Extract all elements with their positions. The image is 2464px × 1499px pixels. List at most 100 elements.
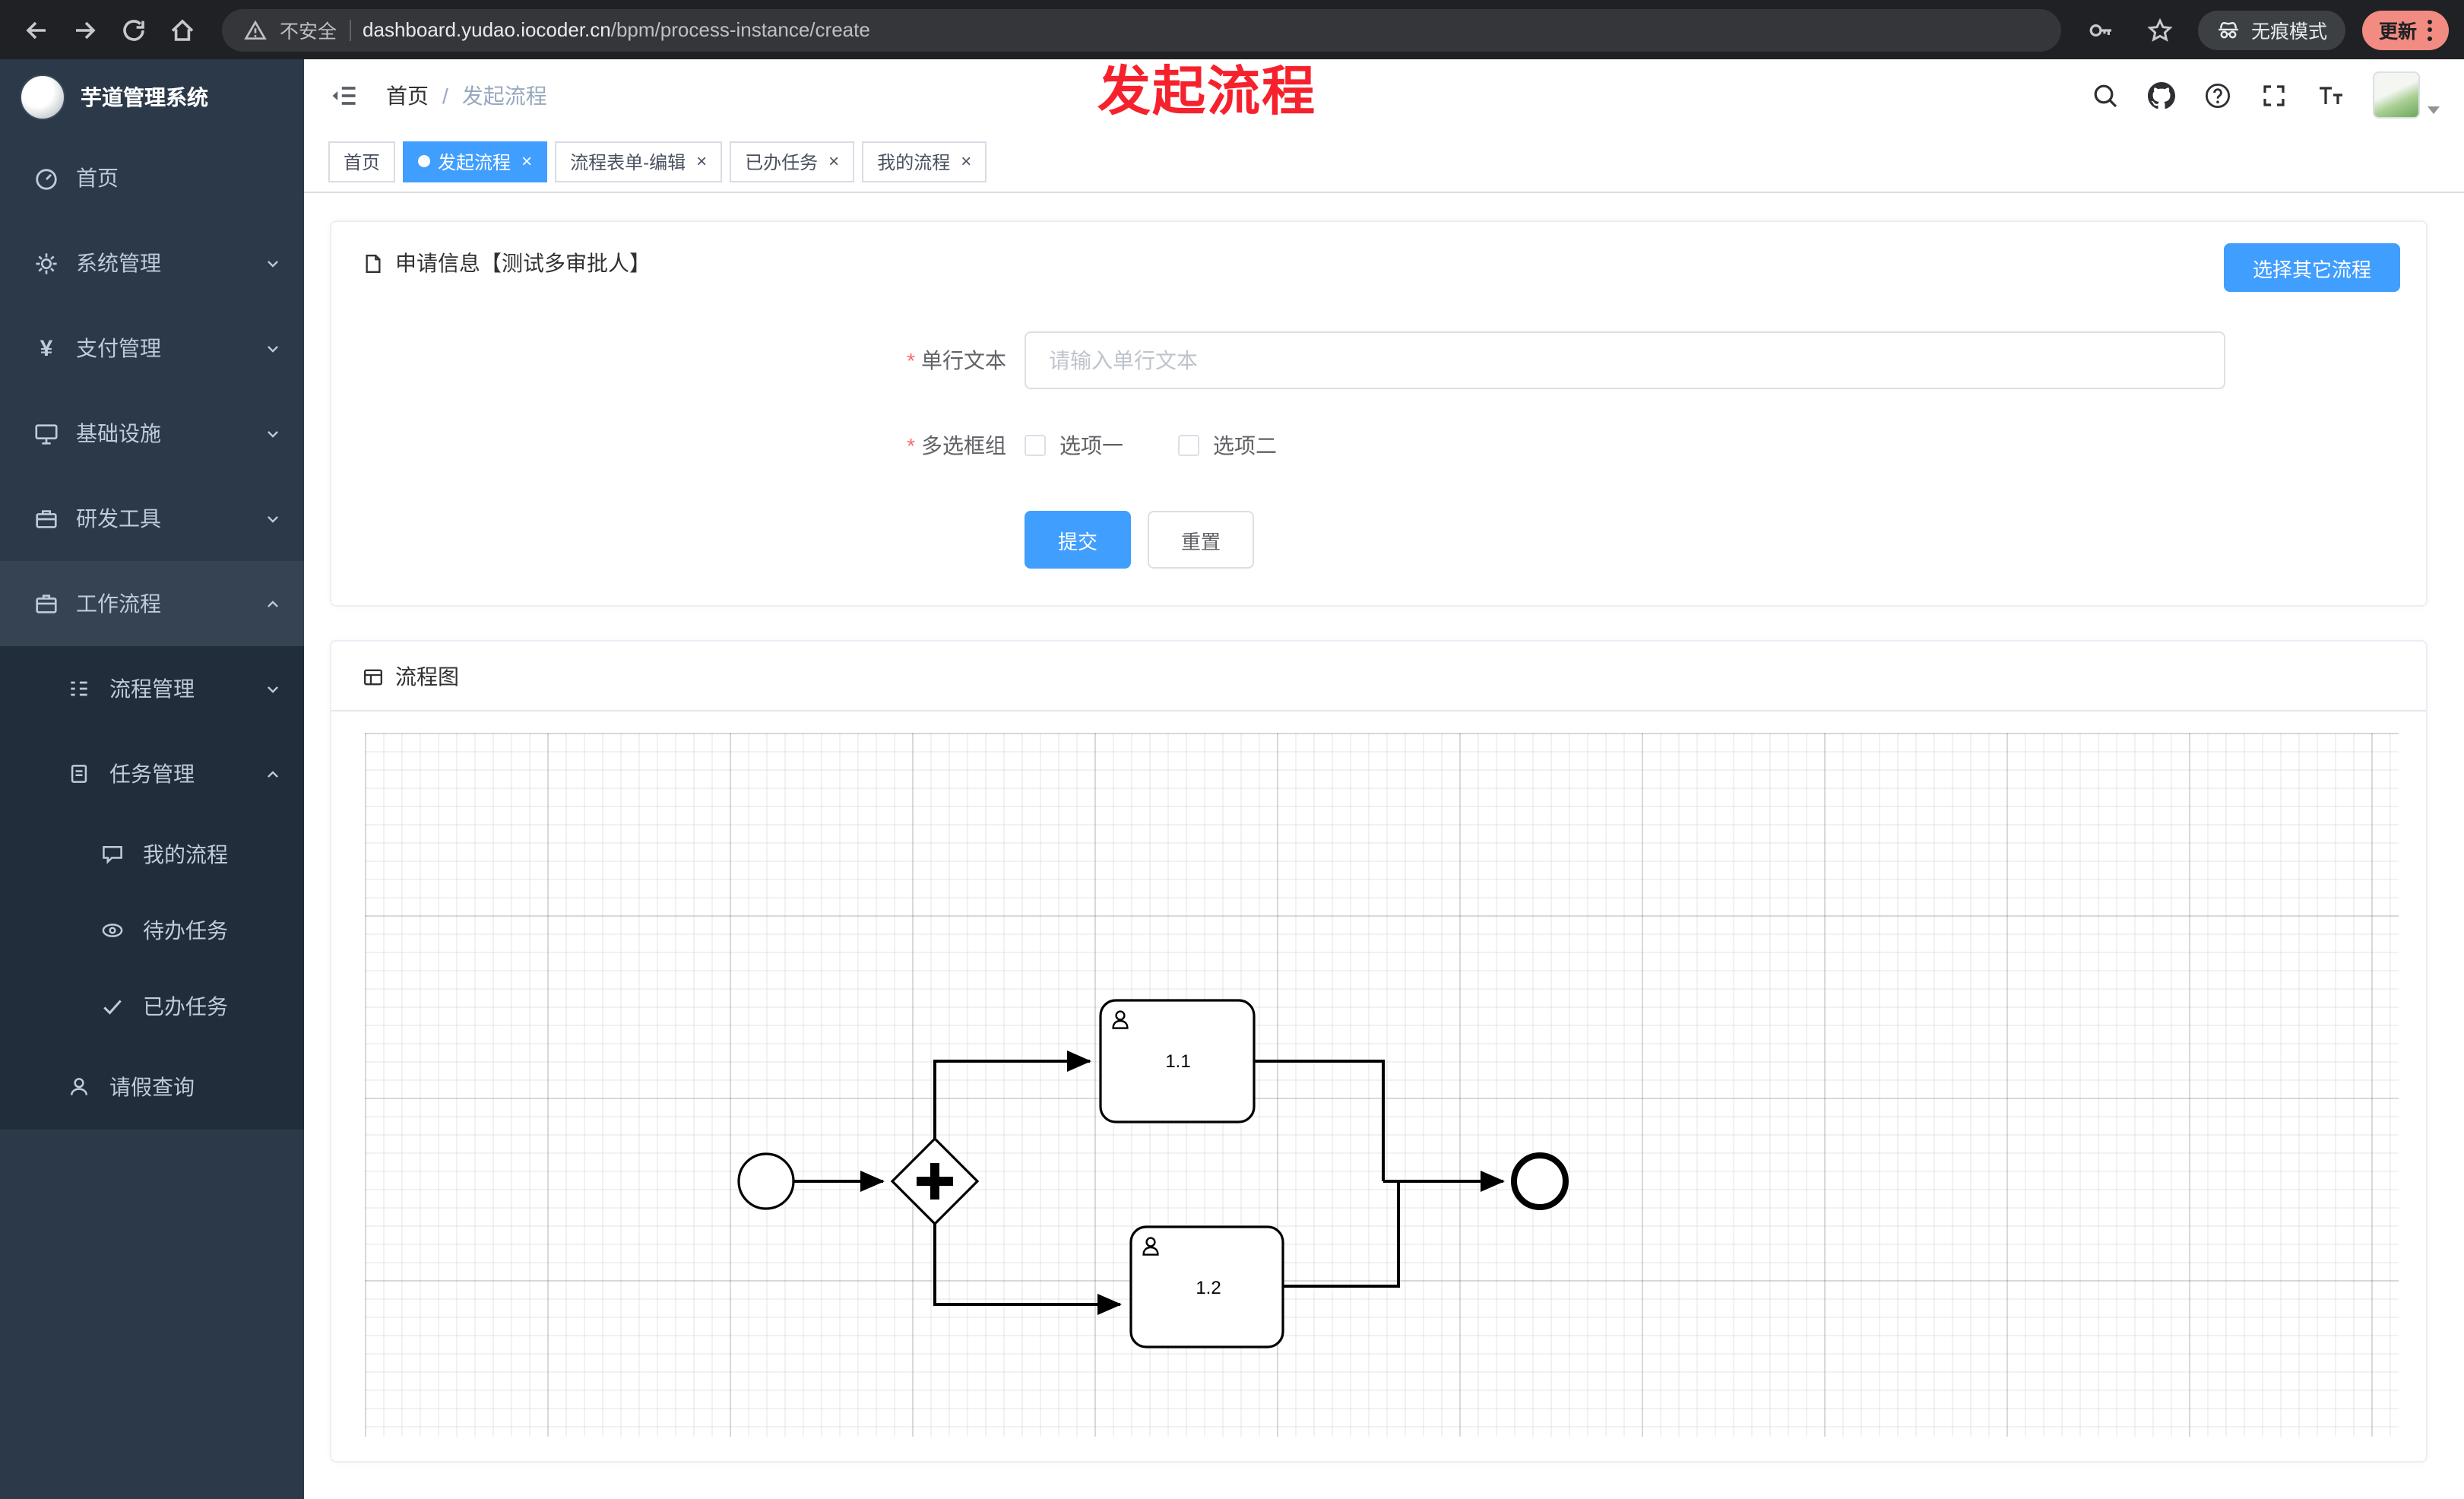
checkbox-group: 选项一 选项二 [1025, 430, 1277, 461]
bookmark-star-icon[interactable] [2139, 8, 2181, 51]
back-icon[interactable] [15, 8, 58, 51]
url-path: /bpm/process-instance/create [610, 18, 870, 41]
breadcrumb-separator: / [442, 83, 448, 107]
sidebar-item-label: 我的流程 [143, 842, 228, 867]
incognito-badge: 无痕模式 [2197, 10, 2345, 49]
sidebar-item-label: 系统管理 [76, 251, 161, 275]
incognito-label: 无痕模式 [2250, 21, 2327, 43]
sidebar-item-process-management[interactable]: 流程管理 [0, 646, 304, 731]
user-task-icon [1112, 1010, 1129, 1029]
site-warning-icon[interactable] [243, 17, 268, 42]
checkbox-option-2[interactable]: 选项二 [1178, 430, 1277, 461]
tab-create-process[interactable]: 发起流程 × [403, 141, 548, 182]
chat-icon [100, 841, 126, 867]
workflow-submenu: 流程管理 任务管理 我的流程 待办任务 已办任务 [0, 646, 304, 1130]
logo-image [20, 74, 65, 120]
briefcase-icon [33, 591, 59, 616]
close-icon[interactable]: × [521, 151, 533, 172]
checkbox-icon[interactable] [1178, 435, 1199, 456]
breadcrumb: 首页 / 发起流程 [386, 80, 547, 110]
sidebar-item-done-tasks[interactable]: 已办任务 [0, 968, 304, 1044]
browser-actions: 无痕模式 更新 [2079, 8, 2449, 51]
tab-form-editor[interactable]: 流程表单-编辑 × [555, 141, 723, 182]
card-header: 申请信息【测试多审批人】 [362, 248, 2396, 278]
active-dot [418, 155, 431, 167]
dashboard-icon [33, 165, 59, 191]
single-line-text-input[interactable] [1025, 331, 2225, 389]
choose-other-process-button[interactable]: 选择其它流程 [2223, 243, 2400, 292]
chevron-down-icon [264, 341, 281, 357]
sidebar-item-workflow[interactable]: 工作流程 [0, 561, 304, 646]
forward-icon[interactable] [64, 8, 106, 51]
user-menu[interactable] [2373, 71, 2440, 119]
close-icon[interactable]: × [696, 151, 708, 172]
app-logo[interactable]: 芋道管理系统 [0, 59, 304, 135]
card-title: 流程图 [395, 664, 459, 689]
tab-my-processes[interactable]: 我的流程 × [862, 141, 987, 182]
sidebar-fold-icon[interactable] [328, 80, 359, 110]
tab-done-tasks[interactable]: 已办任务 × [730, 141, 855, 182]
password-key-icon[interactable] [2079, 8, 2122, 51]
reset-button[interactable]: 重置 [1148, 511, 1255, 569]
sidebar-item-dev-tools[interactable]: 研发工具 [0, 476, 304, 561]
close-icon[interactable]: × [828, 151, 840, 172]
sidebar-item-home[interactable]: 首页 [0, 135, 304, 220]
task-label: 1.2 [1196, 1278, 1221, 1298]
app-header: 首页 / 发起流程 [304, 59, 2464, 131]
list-tree-icon [67, 676, 93, 702]
sidebar-item-label: 任务管理 [109, 762, 195, 786]
sidebar-item-my-processes[interactable]: 我的流程 [0, 816, 304, 892]
tab-home[interactable]: 首页 [328, 141, 396, 182]
checkbox-label: 选项二 [1213, 433, 1277, 458]
font-size-icon[interactable] [2317, 81, 2344, 109]
card-title: 申请信息【测试多审批人】 [395, 251, 651, 275]
search-icon[interactable] [2092, 81, 2119, 109]
submit-button[interactable]: 提交 [1025, 511, 1132, 569]
sidebar-item-todo-tasks[interactable]: 待办任务 [0, 892, 304, 968]
form-actions: 提交 重置 [1025, 511, 2396, 569]
breadcrumb-home[interactable]: 首页 [386, 83, 429, 107]
clipboard-icon [67, 761, 93, 787]
update-button[interactable]: 更新 [2361, 10, 2449, 49]
sidebar-item-label: 已办任务 [143, 994, 228, 1019]
header-actions [2092, 71, 2440, 119]
tab-label: 首页 [344, 151, 381, 173]
annotation-text: 发起流程 [1097, 62, 1317, 122]
fullscreen-icon[interactable] [2260, 81, 2288, 109]
diagram-icon [362, 665, 385, 688]
bpmn-canvas[interactable]: 1.1 1.2 [365, 733, 2399, 1437]
github-icon[interactable] [2148, 81, 2175, 109]
sidebar-item-payment[interactable]: ¥ 支付管理 [0, 306, 304, 391]
browser-menu-icon[interactable] [2428, 19, 2432, 40]
chevron-down-icon [264, 681, 281, 698]
omnibox-divider [349, 19, 351, 40]
sidebar-item-system[interactable]: 系统管理 [0, 220, 304, 306]
sidebar-item-label: 首页 [76, 166, 119, 190]
checkbox-option-1[interactable]: 选项一 [1025, 430, 1123, 461]
reload-icon[interactable] [112, 8, 155, 51]
process-form: *单行文本 *多选框组 选项一 选项二 [801, 331, 2396, 569]
avatar[interactable] [2373, 71, 2420, 119]
chevron-down-icon [264, 511, 281, 528]
checkbox-icon[interactable] [1025, 435, 1046, 456]
sidebar-item-label: 研发工具 [76, 506, 161, 531]
sidebar-item-infrastructure[interactable]: 基础设施 [0, 391, 304, 476]
address-bar[interactable]: 不安全 dashboard.yudao.iocoder.cn/bpm/proce… [222, 8, 2061, 51]
chevron-up-icon [264, 596, 281, 613]
gateway-plus-icon [917, 1163, 953, 1200]
sidebar-item-label: 支付管理 [76, 336, 161, 360]
sidebar-item-leave-query[interactable]: 请假查询 [0, 1044, 304, 1130]
user-task-node-1-2: 1.2 [1129, 1225, 1284, 1348]
tab-label: 发起流程 [438, 151, 511, 173]
card-header: 流程图 [331, 642, 2426, 711]
close-icon[interactable]: × [961, 151, 972, 172]
sidebar-item-task-management[interactable]: 任务管理 [0, 731, 304, 816]
flow-task1-to-join [1254, 1060, 1385, 1181]
chevron-up-icon [264, 766, 281, 783]
toolbox-icon [33, 505, 59, 531]
caret-down-icon [2428, 106, 2440, 114]
home-icon[interactable] [161, 8, 204, 51]
help-icon[interactable] [2204, 81, 2231, 109]
checkbox-field-row: *多选框组 选项一 选项二 [801, 430, 2396, 461]
security-label: 不安全 [280, 21, 337, 43]
